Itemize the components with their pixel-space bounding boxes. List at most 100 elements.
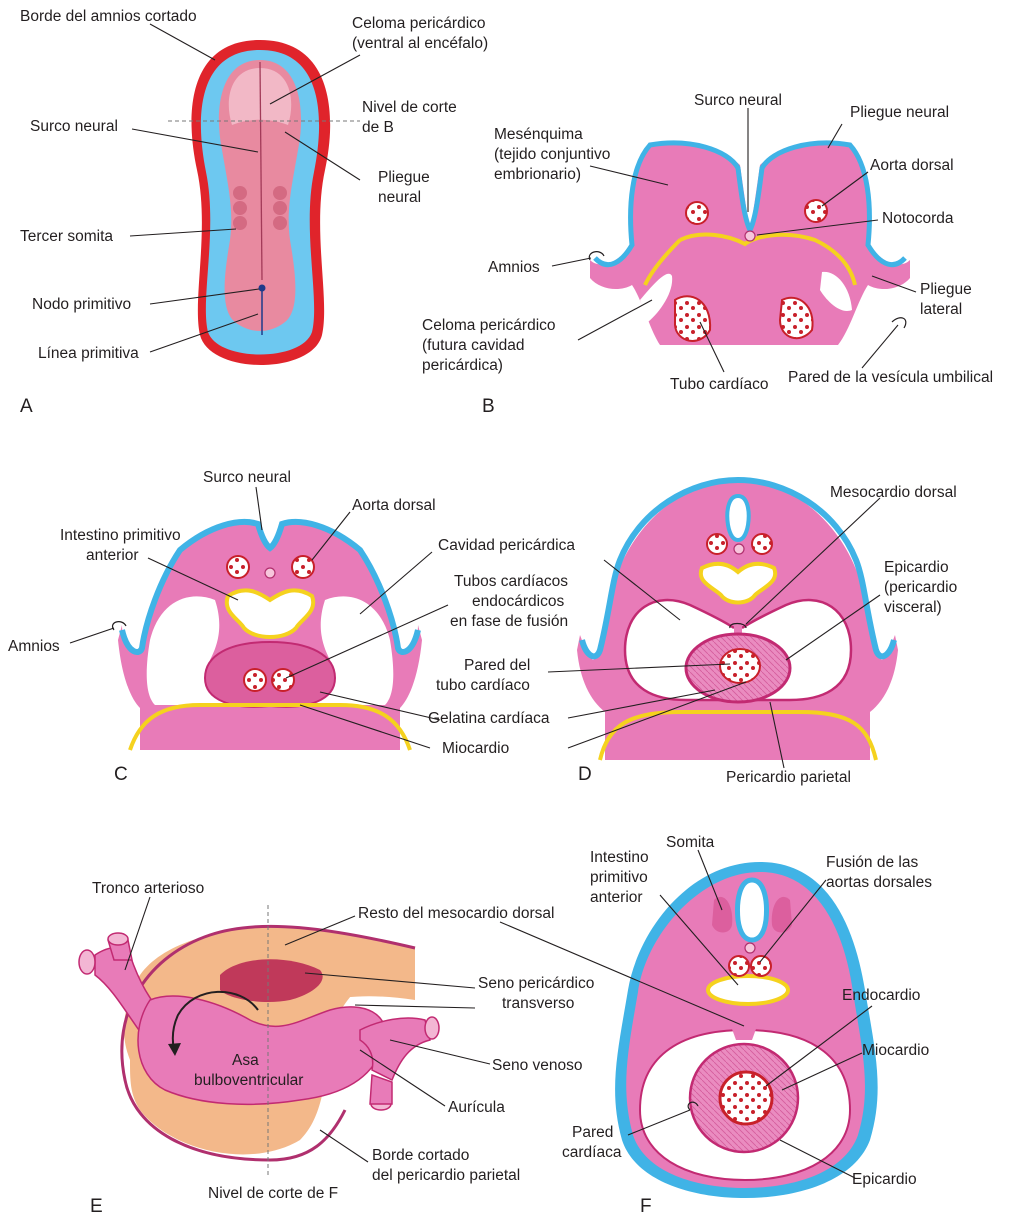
label-intestino-f-1: Intestino	[590, 849, 649, 866]
label-linea-primitiva: Línea primitiva	[38, 345, 139, 362]
label-nivel-corte: Nivel de corte	[362, 99, 457, 116]
label-endocardio: Endocardio	[842, 987, 920, 1004]
label-amnios-b: Amnios	[488, 259, 540, 276]
heart-lumen-f	[720, 1072, 772, 1124]
label-neural-a: neural	[378, 189, 421, 206]
dorsal-mesocardium-d	[734, 605, 742, 636]
label-borde-cortado-2: del pericardio parietal	[372, 1167, 520, 1184]
label-intestino-f-3: anterior	[590, 889, 643, 906]
label-seno-pericardico-1: Seno pericárdico	[478, 975, 594, 992]
heart-myocardium-c	[205, 642, 335, 707]
label-aorta-dorsal-b: Aorta dorsal	[870, 157, 954, 174]
label-amnios-c: Amnios	[8, 638, 60, 655]
aorta-right-d	[752, 534, 772, 554]
label-epicardio-d-2: (pericardio	[884, 579, 957, 596]
label-celoma-b-2: (futura cavidad	[422, 337, 525, 354]
label-ventral-encefalo: (ventral al encéfalo)	[352, 35, 488, 52]
truncus-opening-top-e	[108, 933, 128, 945]
notochord-d	[734, 544, 744, 554]
label-borde-cortado-1: Borde cortado	[372, 1147, 469, 1164]
label-aorta-dorsal-c: Aorta dorsal	[352, 497, 436, 514]
label-tronco-arterioso: Tronco arterioso	[92, 880, 204, 897]
panel-letter-d: D	[578, 764, 592, 785]
panel-b: Surco neural Pliegue neural Mesénquima (…	[422, 92, 993, 417]
panel-letter-c: C	[114, 764, 128, 785]
label-epicardio-d-3: visceral)	[884, 599, 942, 616]
label-pared-cardiaca-2: cardíaca	[562, 1144, 622, 1161]
label-celoma-pericardico: Celoma pericárdico	[352, 15, 486, 32]
label-mesocardio-dorsal: Mesocardio dorsal	[830, 484, 957, 501]
label-resto-mesocardio: Resto del mesocardio dorsal	[358, 905, 554, 922]
label-pliegue-lateral-2: lateral	[920, 301, 962, 318]
endocardial-tube-left-c	[244, 669, 266, 691]
label-asa: Asa	[232, 1052, 259, 1069]
label-tercer-somita: Tercer somita	[20, 228, 113, 245]
aorta-left-d	[707, 534, 727, 554]
notochord-c	[265, 568, 275, 578]
truncus-opening-left-e	[79, 950, 95, 974]
aorta-right-b	[805, 200, 827, 222]
label-tubo-cardiaco-b: Tubo cardíaco	[670, 376, 769, 393]
label-auricula: Aurícula	[448, 1099, 505, 1116]
vein-lower-e	[370, 1075, 392, 1104]
label-fusion-aortas-2: aortas dorsales	[826, 874, 932, 891]
label-bulboventricular: bulboventricular	[194, 1072, 303, 1089]
label-seno-pericardico-2: transverso	[502, 995, 574, 1012]
label-pliegue-neural-b: Pliegue neural	[850, 104, 949, 121]
panel-letter-b: B	[482, 396, 495, 417]
label-pericardio-parietal: Pericardio parietal	[726, 769, 851, 786]
label-tubos-cardiacos-1: Tubos cardíacos	[454, 573, 568, 590]
label-surco-neural-a: Surco neural	[30, 118, 118, 135]
label-embrionario: embrionario)	[494, 166, 581, 183]
label-intestino-c-2: anterior	[86, 547, 139, 564]
label-de-b: de B	[362, 119, 394, 136]
label-gelatina-cardiaca: Gelatina cardíaca	[428, 710, 550, 727]
label-miocardio-c: Miocardio	[442, 740, 509, 757]
label-nivel-corte-f: Nivel de corte de F	[208, 1185, 338, 1202]
label-tejido-conjuntivo: (tejido conjuntivo	[494, 146, 610, 163]
label-surco-neural-b: Surco neural	[694, 92, 782, 109]
label-tubos-cardiacos-3: en fase de fusión	[450, 613, 568, 630]
aorta-left-b	[686, 202, 708, 224]
aorta-left-c	[227, 556, 249, 578]
label-cavidad-pericardica: Cavidad pericárdica	[438, 537, 575, 554]
label-borde-amnios: Borde del amnios cortado	[20, 8, 197, 25]
neural-tube-d	[727, 496, 748, 540]
label-miocardio-f: Miocardio	[862, 1042, 929, 1059]
label-intestino-f-2: primitivo	[590, 869, 648, 886]
primitive-node	[259, 285, 266, 292]
endocardial-tube-right-c	[272, 669, 294, 691]
label-tubos-cardiacos-2: endocárdicos	[472, 593, 564, 610]
label-celoma-b-3: pericárdica)	[422, 357, 503, 374]
panel-f: Somita Intestino primitivo anterior Fusi…	[500, 834, 932, 1217]
label-pared-tubo-2: tubo cardíaco	[436, 677, 530, 694]
label-epicardio-d-1: Epicardio	[884, 559, 949, 576]
label-pared-tubo-1: Pared del	[464, 657, 530, 674]
label-notocorda: Notocorda	[882, 210, 954, 227]
panel-d: Mesocardio dorsal Epicardio (pericardio …	[436, 480, 957, 786]
label-surco-neural-c: Surco neural	[203, 469, 291, 486]
sinus-venosus-e	[360, 1018, 430, 1080]
sinus-venosus-opening-e	[425, 1017, 439, 1039]
label-somita-f: Somita	[666, 834, 715, 851]
aorta-right-c	[292, 556, 314, 578]
panel-letter-a: A	[20, 396, 33, 417]
yolk-wall-right-b	[892, 318, 906, 328]
panel-c: Surco neural Aorta dorsal Intestino prim…	[8, 469, 575, 785]
label-nodo-primitivo: Nodo primitivo	[32, 296, 131, 313]
panel-letter-e: E	[90, 1196, 103, 1217]
label-pliegue-a: Pliegue	[378, 169, 430, 186]
label-fusion-aortas-1: Fusión de las	[826, 854, 918, 871]
neural-tube-f	[738, 880, 767, 940]
label-celoma-b-1: Celoma pericárdico	[422, 317, 556, 334]
label-epicardio-f: Epicardio	[852, 1171, 917, 1188]
label-seno-venoso: Seno venoso	[492, 1057, 583, 1074]
label-pliegue-lateral-1: Pliegue	[920, 281, 972, 298]
foregut-f	[708, 976, 788, 1004]
label-pared-vesicula: Pared de la vesícula umbilical	[788, 369, 993, 386]
heart-lumen-d	[720, 649, 760, 683]
notochord-f	[745, 943, 755, 953]
label-mesenquima: Mesénquima	[494, 126, 583, 143]
panel-a: Borde del amnios cortado Celoma pericárd…	[20, 8, 488, 417]
